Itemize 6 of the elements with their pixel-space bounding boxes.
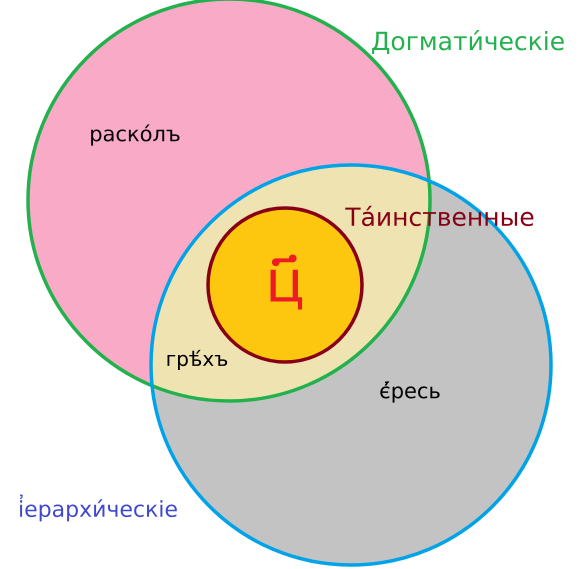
region-label: раско́лъ (91, 124, 180, 146)
region-label: грѣ́хъ (168, 350, 228, 370)
circle-title: і҆ерархи́ческіе (20, 494, 177, 522)
center-letter: ц҃ (270, 254, 302, 310)
circle-title: Догмати́ческіе (372, 30, 564, 54)
region-label: є҆́ресь (380, 381, 440, 403)
